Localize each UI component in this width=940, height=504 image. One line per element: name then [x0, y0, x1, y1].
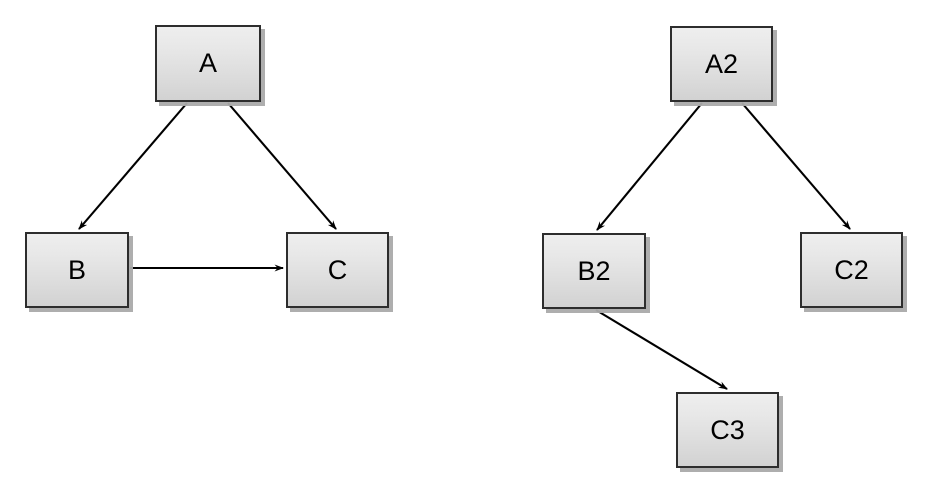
- node-c[interactable]: C: [286, 232, 389, 308]
- node-c3[interactable]: C3: [676, 392, 779, 468]
- edge-a2-to-c2: [741, 102, 851, 230]
- edge-a2-to-b2: [596, 102, 703, 231]
- node-b2[interactable]: B2: [542, 233, 646, 309]
- node-label-c: C: [327, 254, 348, 285]
- edge-a-to-c: [227, 102, 337, 230]
- edges-group: [78, 102, 851, 390]
- node-label-a2: A2: [704, 48, 739, 79]
- node-label-c3: C3: [710, 414, 745, 445]
- edge-a-to-b: [78, 102, 188, 230]
- edge-b2-to-c3: [595, 309, 728, 390]
- node-c2[interactable]: C2: [800, 232, 903, 308]
- node-label-a: A: [198, 48, 217, 78]
- node-label-b2: B2: [577, 255, 611, 286]
- node-label-c2: C2: [834, 254, 869, 285]
- node-a2[interactable]: A2: [670, 26, 773, 102]
- node-label-b: B: [67, 254, 86, 285]
- node-a[interactable]: A: [155, 25, 261, 102]
- node-b[interactable]: B: [25, 232, 129, 308]
